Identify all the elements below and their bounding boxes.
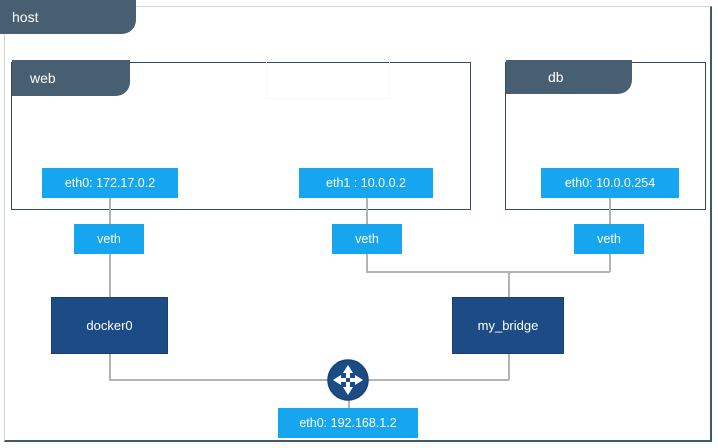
- bridge-my_bridge-label: my_bridge: [477, 318, 539, 333]
- container-db-label: db: [548, 69, 564, 85]
- host-tab: host: [0, 0, 136, 34]
- link-mybridge-router: [508, 354, 510, 380]
- link-webeth0-vethleft: [109, 198, 111, 224]
- link-dbeth0-vethright: [609, 198, 611, 224]
- bridge-docker0: docker0: [51, 297, 168, 354]
- link-webeth1-vethmiddle: [366, 198, 368, 224]
- interface-host-eth0-label: eth0: 192.168.1.2: [299, 416, 397, 430]
- ghost-rectangle: [266, 59, 390, 99]
- interface-web-eth0: eth0: 172.17.0.2: [42, 168, 178, 198]
- veth-right: veth: [574, 224, 644, 254]
- veth-middle: veth: [332, 224, 402, 254]
- bridge-docker0-label: docker0: [86, 318, 133, 333]
- veth-middle-label: veth: [355, 232, 379, 246]
- veth-left-label: veth: [97, 232, 121, 246]
- interface-web-eth1: eth1 : 10.0.0.2: [299, 168, 433, 198]
- veth-right-label: veth: [597, 232, 621, 246]
- bridge-my_bridge: my_bridge: [452, 297, 564, 354]
- container-web-tab: web: [12, 60, 130, 96]
- link-docker0-router: [109, 354, 111, 380]
- host-tab-label: host: [12, 9, 39, 25]
- router-bus-horizontal: [109, 379, 509, 381]
- veth-left: veth: [74, 224, 144, 254]
- container-web-label: web: [30, 70, 56, 86]
- container-db-tab: db: [506, 60, 632, 94]
- interface-db-eth0-label: eth0: 10.0.0.254: [564, 176, 656, 190]
- link-vethmiddle-bus: [366, 254, 368, 272]
- interface-web-eth0-label: eth0: 172.17.0.2: [64, 176, 156, 190]
- veth-bus-horizontal: [366, 271, 610, 273]
- interface-host-eth0: eth0: 192.168.1.2: [278, 408, 418, 438]
- interface-db-eth0: eth0: 10.0.0.254: [541, 168, 679, 198]
- interface-web-eth1-label: eth1 : 10.0.0.2: [326, 176, 406, 190]
- link-vethleft-docker0: [109, 254, 111, 298]
- router-icon: [326, 358, 370, 402]
- link-vethright-bus: [609, 254, 611, 272]
- link-bus-mybridge: [508, 271, 510, 298]
